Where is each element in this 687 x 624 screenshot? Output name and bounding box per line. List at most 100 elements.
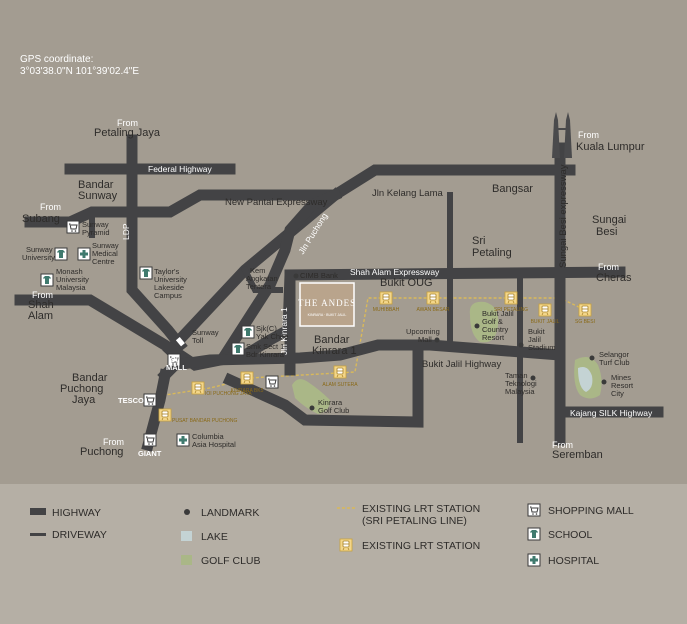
school-icon	[40, 273, 54, 287]
landmark-dot	[530, 375, 536, 381]
st-sg-besi: SG BESI	[575, 319, 595, 325]
lm-taylors-1: Taylor's	[154, 267, 179, 276]
mall-icon	[66, 220, 80, 234]
golf-kinrara	[292, 379, 330, 414]
lm-upcoming-mall-1: Upcoming	[406, 327, 440, 336]
lm-ioi-mall-1: IOI	[168, 355, 178, 364]
lm-stadium-1: Bukit	[528, 327, 546, 336]
landmark-dot	[589, 355, 595, 361]
lrt-station-icon	[426, 291, 440, 305]
label-kinrara-road: Jln Kinrara 1	[279, 307, 289, 355]
area-bandar-puchong-1: Bandar	[72, 372, 108, 384]
lm-upcoming-mall-2: Mall	[418, 335, 432, 344]
from-kuala-lumpur: From	[578, 130, 599, 140]
st-bukit-jalil: BUKIT JALIL	[531, 319, 560, 325]
hospital-icon	[176, 433, 190, 447]
place-kuala-lumpur: Kuala Lumpur	[576, 141, 645, 153]
lm-selangor-turf-1: Selangor	[599, 350, 630, 359]
place-seremban: Seremban	[552, 449, 603, 461]
gps-coords: 3°03'38.0"N 101°39'02.4"E	[20, 66, 139, 77]
lm-smk-2: Bdr Kinrara	[246, 350, 285, 359]
project-tagline: KINRARA · BUKIT JALIL	[308, 313, 347, 317]
label-kelang-lama: Jln Kelang Lama	[372, 188, 443, 199]
area-bandar-puchong-2: Puchong	[60, 383, 103, 395]
lm-stadium-3: Stadium	[528, 343, 556, 352]
st-awan-besar: AWAN BESAR	[417, 307, 450, 313]
lm-sunway-medical-2: Medical	[92, 249, 118, 258]
lm-kem-1: Kem	[250, 266, 265, 275]
area-sungai-besi-2: Besi	[596, 226, 617, 238]
lrt-station-icon	[158, 408, 172, 422]
lm-sunway-pyramid-1: Sunway	[82, 220, 109, 229]
legend-hospital: HOSPITAL	[548, 555, 599, 567]
lrt-station-icon	[504, 291, 518, 305]
lm-kem-3: Tentera	[246, 282, 272, 291]
lm-tesco: TESCO	[118, 396, 144, 405]
st-kinrara-bk5: KINRARA BK5	[231, 388, 264, 394]
lm-sunway-medical-1: Sunway	[92, 241, 119, 250]
lm-columbia-1: Columbia	[192, 432, 225, 441]
st-ioi-puchong-jaya: IOI PUCHONG JAYA	[205, 391, 252, 397]
legend-lake-swatch	[181, 531, 192, 541]
lm-mines-1: Mines	[611, 373, 631, 382]
lm-taman-2: Teknologi	[505, 379, 537, 388]
lrt-station-icon	[191, 381, 205, 395]
legend-mall: SHOPPING MALL	[548, 505, 634, 517]
legend-school: SCHOOL	[548, 529, 593, 541]
area-bandar-kinrara-1: Bandar	[314, 334, 350, 346]
legend-lrt-station-icon	[339, 538, 353, 552]
gps-title: GPS coordinate:	[20, 54, 93, 65]
lm-smk-1: Smk Sect 1	[246, 342, 284, 351]
st-alam-sutera: ALAM SUTERA	[322, 382, 358, 388]
landmark-dot	[601, 379, 607, 385]
label-kajang-silk: Kajang SILK Highway	[570, 408, 653, 418]
area-bandar-sunway-2: Sunway	[78, 190, 118, 202]
legend-mall-icon	[527, 503, 541, 517]
lm-sunway-university-2: University	[22, 253, 55, 262]
place-puchong: Puchong	[80, 446, 123, 458]
legend-highway-swatch	[30, 508, 46, 515]
label-federal-highway: Federal Highway	[148, 164, 213, 174]
lm-bukit-jalil-golf-3: Country	[482, 325, 509, 334]
legend: HIGHWAY DRIVEWAY LANDMARK LAKE GOLF CLUB…	[0, 484, 687, 624]
lm-selangor-turf-2: Turf Club	[599, 358, 630, 367]
lm-sunway-pyramid-2: Pyramid	[82, 228, 110, 237]
legend-lake: LAKE	[201, 531, 228, 543]
school-icon	[54, 247, 68, 261]
legend-highway: HIGHWAY	[52, 507, 101, 519]
legend-golf-swatch	[181, 555, 192, 565]
place-shah-alam-2: Alam	[28, 310, 53, 322]
st-pusat-bandar-puchong: PUSAT BANDAR PUCHONG	[172, 418, 237, 424]
mall-icon	[143, 433, 157, 447]
from-subang: From	[40, 202, 61, 212]
mall-icon	[143, 393, 157, 407]
label-shah-alam-exp: Shah Alam Expressway	[350, 267, 440, 277]
legend-lrt-station: EXISTING LRT STATION	[362, 540, 480, 552]
label-npe: New Pantai Expressway	[225, 197, 328, 208]
area-bukit-oug: Bukit OUG	[380, 277, 433, 289]
legend-driveway-swatch	[30, 533, 46, 536]
lm-taylors-3: Lakeside	[154, 283, 184, 292]
ioi-south-road	[141, 368, 172, 452]
toll-icon	[175, 337, 185, 347]
from-seremban: From	[552, 440, 573, 450]
school-icon	[241, 325, 255, 339]
kinrara-loop-road	[222, 339, 424, 428]
lrt-station-icon	[240, 371, 254, 385]
lrt-station-icon	[333, 365, 347, 379]
from-petaling-jaya: From	[117, 118, 138, 128]
place-shah-alam-1: Shah	[28, 299, 54, 311]
st-sri-petaling: SRI PETALING	[494, 307, 528, 313]
legend-hospital-icon	[527, 553, 541, 567]
label-bukit-jalil-hwy: Bukit Jalil Highway	[422, 359, 501, 370]
from-puchong: From	[103, 437, 124, 447]
lake-bukit-jalil	[469, 301, 499, 343]
lrt-line-path	[151, 297, 586, 431]
legend-school-icon	[527, 527, 541, 541]
the-andes-marker[interactable]: THE ANDES KINRARA · BUKIT JALIL	[298, 282, 356, 327]
lrt-station-icon	[538, 303, 552, 317]
lm-mines-2: Resort	[611, 381, 634, 390]
mall-icon	[265, 375, 279, 389]
place-subang: Subang	[22, 213, 60, 225]
lrt-station-icon	[578, 303, 592, 317]
